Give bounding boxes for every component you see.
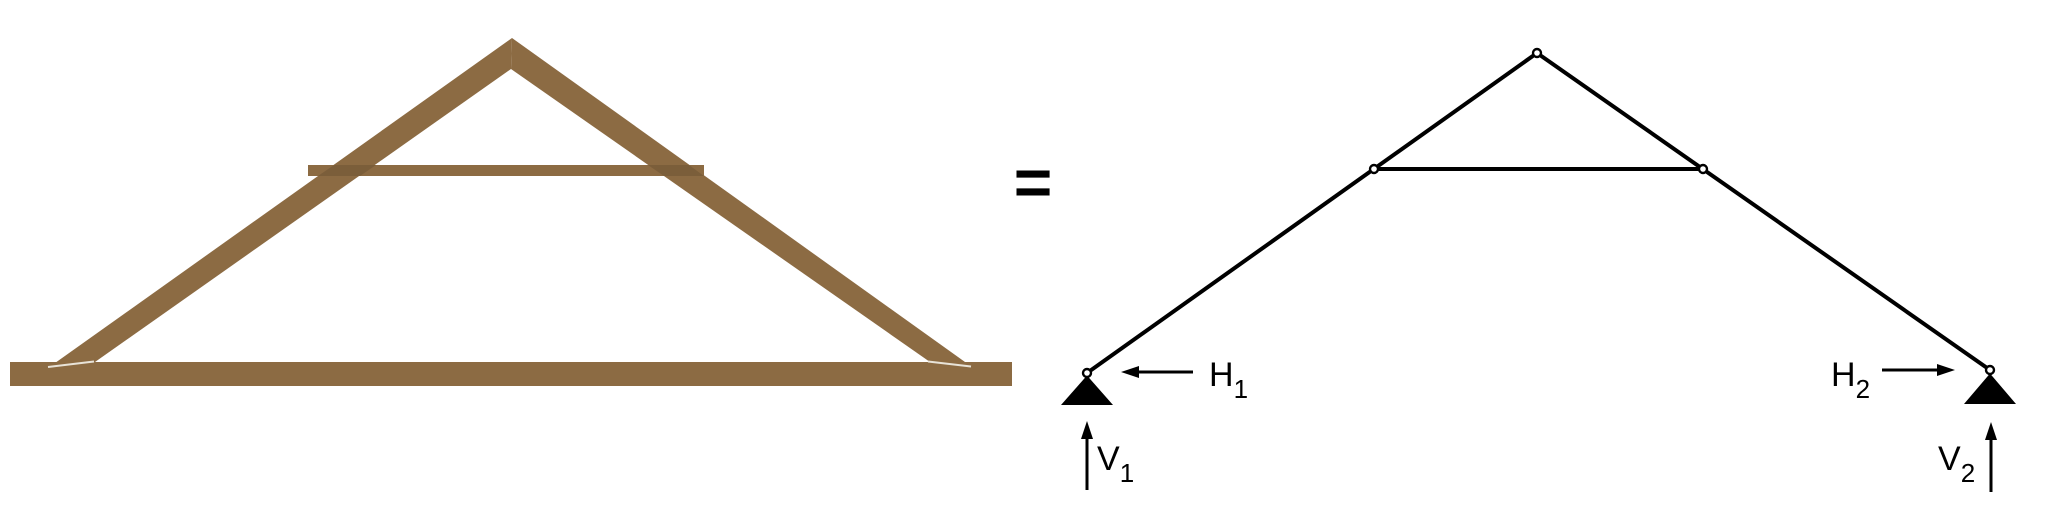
left-support-pin-joint-icon bbox=[1081, 367, 1093, 379]
wood-truss-illustration bbox=[10, 38, 1012, 386]
h1-label: H1 bbox=[1209, 356, 1248, 404]
collar-right-joint-shadow bbox=[648, 165, 704, 176]
v1-label: V1 bbox=[1097, 440, 1134, 488]
h1-label-main: H bbox=[1209, 356, 1234, 394]
v2-label-main: V bbox=[1938, 440, 1961, 478]
v2-arrow-icon bbox=[1985, 422, 1997, 492]
v1-label-main: V bbox=[1097, 440, 1120, 478]
truss-bottom-plate bbox=[10, 362, 1012, 386]
force-labels: H1 V1 H2 V2 bbox=[1097, 356, 1975, 488]
left-pin-support-icon bbox=[1061, 375, 1113, 405]
h2-label-sub: 2 bbox=[1856, 374, 1870, 404]
pin-supports bbox=[1061, 373, 2016, 405]
member-left-rafter bbox=[1085, 51, 1539, 375]
v1-arrow-icon bbox=[1081, 421, 1093, 490]
v1-label-sub: 1 bbox=[1120, 458, 1134, 488]
h2-arrow-icon bbox=[1882, 364, 1955, 376]
h2-label-main: H bbox=[1831, 356, 1856, 394]
h1-label-sub: 1 bbox=[1234, 374, 1248, 404]
apex-pin-joint-icon bbox=[1531, 47, 1543, 59]
v2-label: V2 bbox=[1938, 440, 1975, 488]
collar-right-pin-joint-icon bbox=[1697, 163, 1709, 175]
collar-left-joint-shadow bbox=[318, 165, 376, 176]
left-foot-seam bbox=[47, 360, 95, 368]
h2-label: H2 bbox=[1831, 356, 1870, 404]
force-arrows bbox=[1081, 364, 1997, 492]
equals-sign: = bbox=[1014, 145, 1053, 219]
right-foot-seam bbox=[927, 360, 972, 368]
truss-collar-beam bbox=[308, 165, 704, 176]
pin-joints bbox=[1081, 47, 1996, 379]
v2-label-sub: 2 bbox=[1961, 458, 1975, 488]
h1-arrow-icon bbox=[1121, 366, 1193, 378]
truss-left-rafter bbox=[48, 38, 512, 368]
right-pin-support-icon bbox=[1964, 373, 2016, 404]
member-right-rafter bbox=[1535, 51, 1992, 372]
truss-right-rafter bbox=[511, 38, 972, 367]
collar-left-pin-joint-icon bbox=[1368, 163, 1380, 175]
right-support-pin-joint-icon bbox=[1984, 364, 1996, 376]
truss-schematic: H1 V1 H2 V2 bbox=[1061, 47, 2016, 492]
schematic-members bbox=[1085, 51, 1992, 375]
